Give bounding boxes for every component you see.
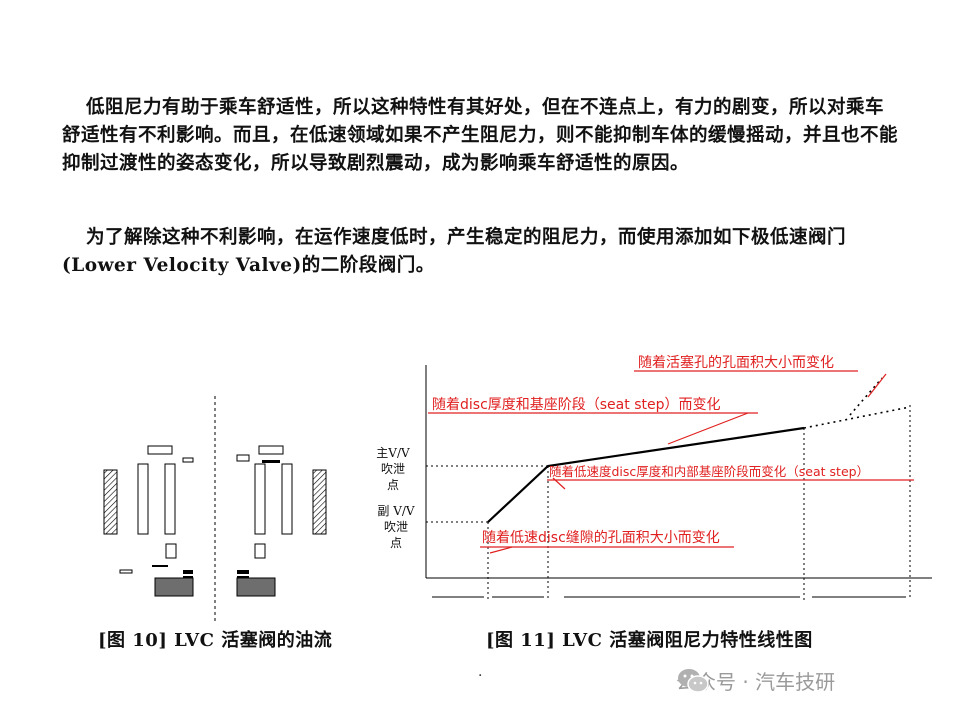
y-label-sub-line-1: 副 V/V (377, 504, 415, 518)
right-piston-body-outer (281, 463, 293, 535)
figure-10-diagram (103, 396, 327, 622)
left-top-disc-small (182, 457, 194, 463)
right-piston-base (236, 577, 276, 597)
y-label-sub-line-2: 吹泄 (384, 520, 408, 534)
watermark: 公众号 · 汽车技研 (676, 666, 835, 695)
right-top-disc (258, 445, 284, 455)
left-top-disc (147, 445, 173, 455)
annotation-low-speed-gap: 随着低速disc缝隙的孔面积大小而变化 (482, 530, 720, 546)
right-top-shim (262, 460, 280, 463)
annotation-leader-low-speed-gap (489, 546, 513, 554)
left-piston-base (154, 577, 194, 597)
right-shim-1 (237, 570, 249, 574)
y-label-main-line-1: 主V/V (376, 446, 410, 460)
right-cylinder-wall (312, 469, 327, 535)
damping-curve-extension-upper (849, 377, 883, 416)
right-piston-body-inner (254, 463, 266, 535)
left-piston-body-outer (137, 463, 149, 535)
stray-dot: · (478, 668, 483, 684)
left-small-plate (119, 569, 133, 574)
left-piston-body-inner (164, 463, 176, 535)
y-label-main-line-3: 点 (387, 478, 399, 492)
y-label-main-line-2: 吹泄 (381, 462, 405, 476)
left-shim-1 (183, 570, 193, 574)
annotation-leader-disc-seat (667, 412, 749, 445)
paragraph-2: 为了解除这种不利影响，在运作速度低时，产生稳定的阻尼力，而使用添加如下极低速阀门… (62, 227, 847, 276)
right-valve-block (254, 543, 266, 559)
annotation-orifice-area: 随着活塞孔的孔面积大小而变化 (638, 354, 834, 371)
left-cylinder-wall (103, 469, 118, 535)
figure-10-caption: [图 10] LVC 活塞阀的油流 (98, 630, 333, 651)
right-top-disc-small (236, 454, 250, 462)
annotation-leader-low-speed-disc (552, 477, 566, 490)
damping-curve (487, 426, 805, 523)
figure-11-caption: [图 11] LVC 活塞阀阻尼力特性线性图 (486, 630, 813, 651)
left-valve-block (165, 543, 177, 559)
damping-curve-extension-lower (803, 406, 911, 429)
wechat-icon (678, 669, 709, 693)
annotation-low-speed-disc: 随着低速度disc厚度和内部基座阶段而变化（seat step） (549, 464, 869, 479)
y-label-sub-line-3: 点 (390, 536, 402, 550)
paragraph-1: 低阻尼力有助于乘车舒适性，所以这种特性有其好处，但在不连点上，有力的剧变，所以对… (62, 97, 899, 174)
annotation-disc-thickness-seat: 随着disc厚度和基座阶段（seat step）而变化 (432, 396, 720, 413)
figure-11-diagram (425, 365, 932, 600)
annotation-leader-orifice (867, 373, 887, 398)
